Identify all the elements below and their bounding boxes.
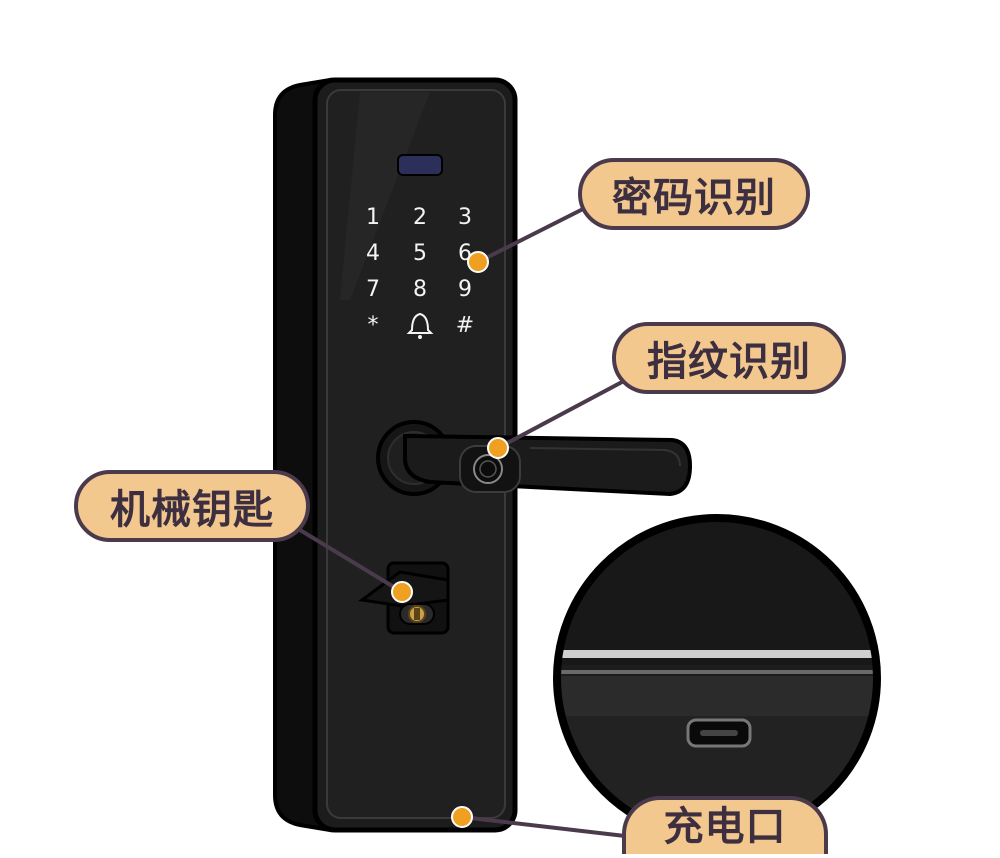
- key-2: 2: [413, 205, 427, 230]
- callout-charging-port: 充电口: [622, 796, 828, 854]
- marker-mechanical-key: [391, 581, 413, 603]
- callout-mechanical-key: 机械钥匙: [74, 470, 310, 542]
- callout-password: 密码识别: [578, 158, 810, 230]
- marker-charging-port: [451, 806, 473, 828]
- key-9: 9: [458, 277, 472, 302]
- key-cylinder: [358, 561, 450, 635]
- key-8: 8: [413, 277, 427, 302]
- callout-fingerprint: 指纹识别: [612, 322, 846, 394]
- marker-fingerprint: [487, 437, 509, 459]
- markers: [391, 251, 509, 828]
- door-handle: [376, 420, 693, 497]
- usb-port-icon: [686, 718, 752, 748]
- marker-password: [467, 251, 489, 273]
- sensor-window: [397, 154, 443, 176]
- key-7: 7: [366, 277, 380, 302]
- keypad: 1 2 3 4 5 6 7 8 9 * #: [366, 205, 474, 339]
- key-star: *: [368, 313, 379, 338]
- key-4: 4: [366, 241, 380, 266]
- bell-icon: [406, 312, 434, 339]
- key-hash: #: [456, 313, 474, 338]
- leader-lines: [298, 206, 626, 838]
- key-3: 3: [458, 205, 472, 230]
- key-5: 5: [413, 241, 427, 266]
- key-1: 1: [366, 205, 380, 230]
- fingerprint-sensor: [459, 445, 521, 493]
